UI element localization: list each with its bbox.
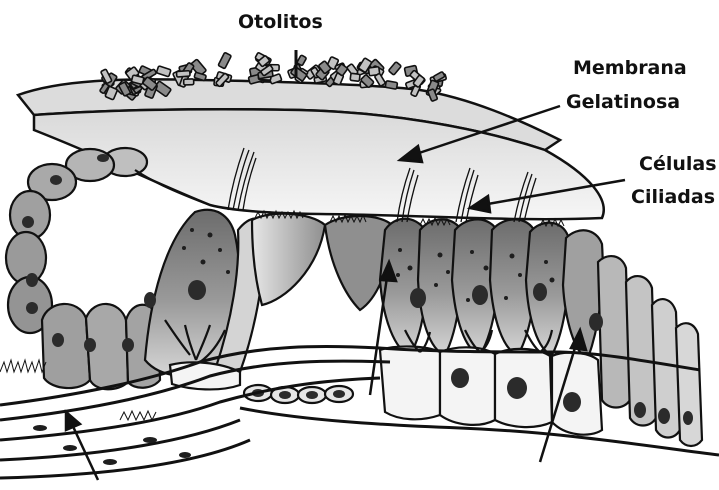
otolith-crystal [297,55,307,66]
label-celulas: Células [639,150,717,178]
otolith-crystal [156,66,171,77]
label-gelatinosa: Gelatinosa [566,88,680,116]
otolith-crystal [176,71,190,77]
label-membrana: Membrana [573,54,687,82]
otolith-crystal [218,52,231,69]
otolith-crystal [374,73,385,86]
nerve-fiber-nuclei [33,425,191,465]
label-ciliadas: Ciliadas [631,183,715,211]
otolith-crystal [290,66,307,81]
supporting-cells [145,210,702,446]
otolith-crystal [388,62,401,76]
otolith-crystal [385,81,397,90]
otolith-crystal [184,79,194,85]
label-otolitos: Otolitos [238,8,323,36]
lower-arrow-left-head [66,412,80,430]
otolith-crystal [350,73,360,81]
